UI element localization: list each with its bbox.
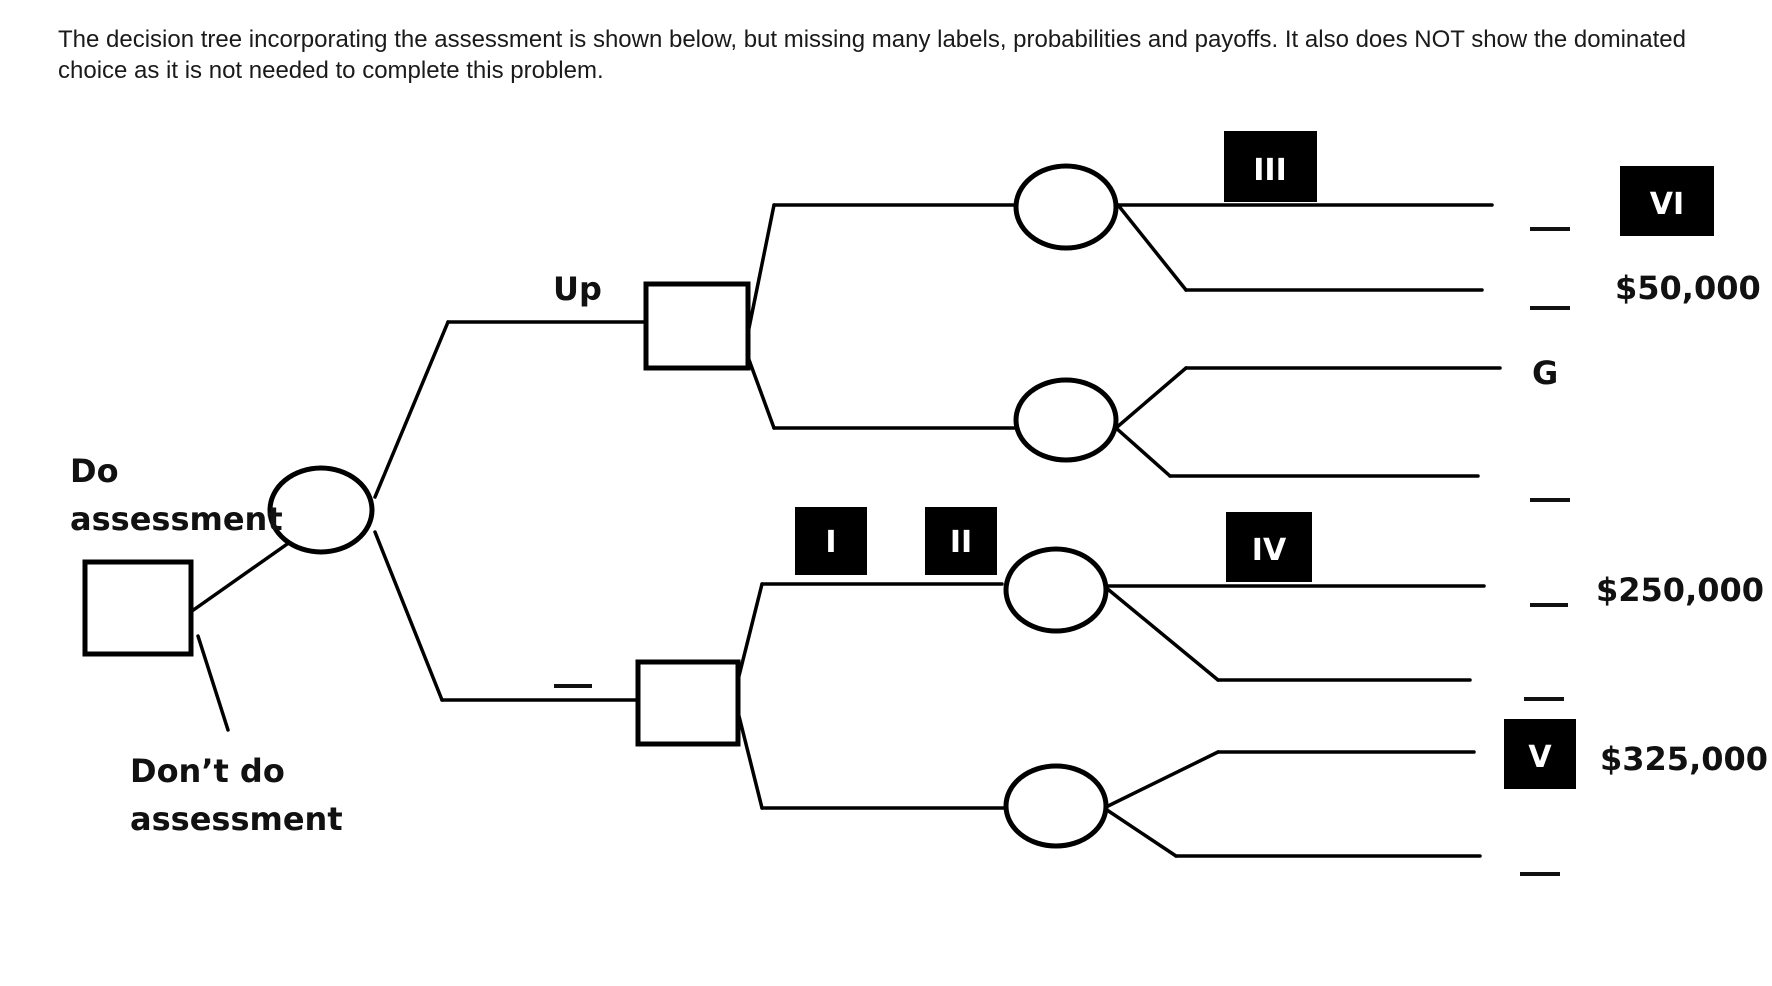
chance-node-3	[1003, 546, 1109, 634]
chance-node-2	[1013, 377, 1119, 463]
edge-down-top-diag	[736, 582, 764, 682]
label-dont-do-line1: Don’t do	[130, 752, 285, 790]
blank-mark-down-branch	[554, 684, 592, 688]
assessment-chance-node	[267, 465, 375, 555]
blank-mark-c3-bottom	[1524, 697, 1564, 701]
chance-node-4	[1003, 763, 1109, 849]
placeholder-box-I: I	[795, 507, 867, 575]
payoff-50000: $50,000	[1615, 269, 1761, 307]
label-do-assessment-line1: Do	[70, 452, 119, 490]
edge-c4-top-diag	[1102, 750, 1220, 810]
placeholder-box-V-text: V	[1528, 740, 1552, 775]
root-decision-node	[82, 559, 194, 657]
label-up-branch: Up	[553, 270, 602, 308]
intro-text: The decision tree incorporating the asse…	[58, 26, 1686, 84]
placeholder-box-I-text: I	[825, 525, 836, 560]
placeholder-box-IV-text: IV	[1252, 533, 1287, 568]
blank-mark-c1-bottom	[1530, 306, 1570, 310]
edge-c3-bottom-diag	[1102, 584, 1220, 682]
placeholder-box-V: V	[1504, 719, 1576, 789]
edge-up-top-diag	[746, 203, 776, 335]
edge-c4-bottom-diag	[1102, 806, 1178, 858]
placeholder-box-IV: IV	[1226, 512, 1312, 582]
label-g: G	[1532, 354, 1558, 392]
placeholder-box-II-text: II	[950, 525, 972, 560]
edge-do-assessment	[190, 533, 302, 613]
edge-c1-bottom-diag	[1116, 203, 1188, 292]
edge-down-diagonal	[373, 530, 444, 702]
placeholder-box-III: III	[1224, 131, 1317, 202]
payoff-250000: $250,000	[1596, 571, 1764, 609]
blank-mark-c3-top	[1530, 603, 1568, 607]
blank-mark-c2-bottom	[1530, 498, 1570, 502]
edge-c2-top-diag	[1114, 366, 1188, 430]
blank-mark-c1-top	[1530, 227, 1570, 231]
edge-down-bottom-diag	[736, 710, 764, 810]
placeholder-box-III-text: III	[1253, 153, 1287, 188]
label-do-assessment-line2: assessment	[70, 500, 283, 538]
placeholder-box-VI: VI	[1620, 166, 1714, 236]
edge-up-diagonal	[373, 320, 450, 499]
chance-node-1	[1013, 163, 1119, 251]
label-dont-do-line2: assessment	[130, 800, 343, 838]
blank-mark-c4-bottom	[1520, 872, 1560, 876]
payoff-325000: $325,000	[1600, 740, 1768, 778]
placeholder-box-II: II	[925, 507, 997, 575]
edge-c2-bottom-diag	[1114, 426, 1172, 478]
down-decision-node	[635, 659, 741, 747]
up-decision-node	[643, 281, 751, 371]
placeholder-box-VI-text: VI	[1650, 187, 1684, 222]
edge-up-bottom-diag	[746, 355, 776, 430]
edge-dont-do-assessment	[196, 634, 230, 732]
